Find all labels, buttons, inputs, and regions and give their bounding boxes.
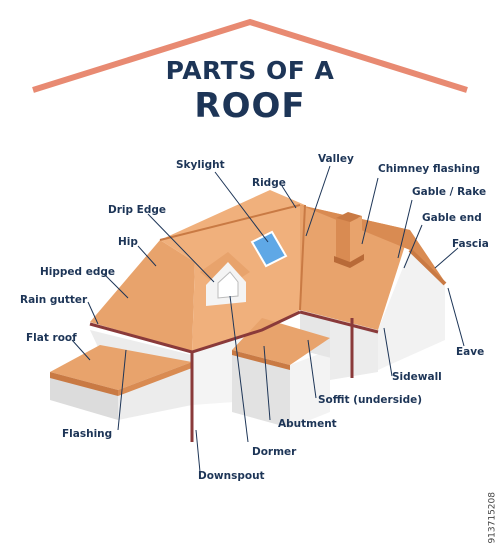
label-ridge: Ridge bbox=[252, 177, 286, 189]
leader-abutment bbox=[263, 345, 271, 421]
dormer-window bbox=[217, 271, 239, 299]
leader-flat-roof bbox=[71, 339, 91, 361]
label-gable-end: Gable end bbox=[422, 212, 482, 224]
label-fascia: Fascia bbox=[452, 238, 489, 250]
chimney-side bbox=[350, 216, 362, 262]
main-rain-gutter bbox=[89, 310, 301, 354]
label-soffit: Soffit (underside) bbox=[318, 394, 423, 406]
leader-eave bbox=[447, 287, 465, 347]
abutment-roof-edge bbox=[232, 350, 290, 370]
label-flat-roof: Flat roof bbox=[26, 332, 77, 344]
leader-downspout bbox=[195, 429, 201, 473]
label-downspout: Downspout bbox=[198, 470, 265, 482]
label-abutment: Abutment bbox=[278, 418, 337, 430]
abutment-roof bbox=[232, 318, 330, 365]
label-eave: Eave bbox=[456, 346, 485, 358]
leader-chimney-flashing bbox=[361, 177, 379, 245]
right-wing-gable-wall bbox=[378, 250, 445, 370]
valley-line bbox=[299, 204, 306, 311]
diagram-canvas bbox=[32, 18, 468, 473]
leader-hipped-edge bbox=[103, 273, 129, 299]
roof-diagram: PARTS OF A ROOF Skylight Valley Chimney … bbox=[20, 18, 498, 544]
leader-valley bbox=[305, 165, 331, 237]
flat-roof-annex-front-wall bbox=[50, 372, 118, 420]
leader-sidewall bbox=[383, 327, 393, 377]
right-wing-lower-wall bbox=[330, 320, 378, 380]
flat-roof-edge-side bbox=[118, 362, 192, 396]
leader-fascia bbox=[434, 247, 459, 269]
chimney-flashing-band bbox=[334, 254, 364, 268]
label-rain-gutter: Rain gutter bbox=[20, 294, 88, 306]
label-chimney-flashing: Chimney flashing bbox=[378, 163, 481, 175]
leader-hip bbox=[137, 245, 157, 267]
main-roof-hip-face bbox=[90, 240, 195, 352]
leader-drip-edge bbox=[147, 213, 215, 283]
label-hip: Hip bbox=[118, 236, 138, 248]
leader-flashing bbox=[117, 349, 127, 431]
label-drip-edge: Drip Edge bbox=[108, 204, 166, 216]
label-gable-rake: Gable / Rake bbox=[412, 186, 487, 198]
leader-rain-gutter bbox=[87, 301, 99, 325]
label-flashing: Flashing bbox=[62, 428, 113, 440]
label-hipped-edge: Hipped edge bbox=[40, 266, 115, 278]
title-line-2: ROOF bbox=[194, 86, 306, 126]
right-wing-roof-ridge-cap bbox=[300, 205, 445, 282]
leader-skylight bbox=[214, 171, 269, 243]
flat-roof-edge bbox=[50, 372, 118, 396]
flat-roof-surface bbox=[50, 345, 192, 390]
chimney-top bbox=[336, 212, 362, 222]
right-wing-gutter bbox=[299, 310, 379, 334]
leader-gable-rake bbox=[397, 199, 413, 259]
leader-dormer bbox=[229, 295, 249, 443]
label-dormer: Dormer bbox=[252, 446, 297, 458]
label-sidewall: Sidewall bbox=[392, 371, 442, 383]
title-roof-arch bbox=[32, 18, 468, 93]
leader-ridge bbox=[281, 185, 297, 209]
leader-lines bbox=[71, 165, 465, 473]
label-valley: Valley bbox=[318, 153, 354, 165]
fascia-board bbox=[408, 248, 447, 286]
ridge-line bbox=[159, 204, 301, 241]
abutment-block-front bbox=[232, 350, 290, 428]
leader-gable-end bbox=[403, 224, 423, 269]
label-skylight: Skylight bbox=[176, 159, 225, 171]
leader-soffit bbox=[307, 339, 317, 399]
abutment-block-side bbox=[290, 350, 330, 428]
chimney-front bbox=[336, 218, 350, 262]
title-line-1: PARTS OF A bbox=[165, 56, 335, 85]
skylight-glass bbox=[250, 230, 288, 268]
